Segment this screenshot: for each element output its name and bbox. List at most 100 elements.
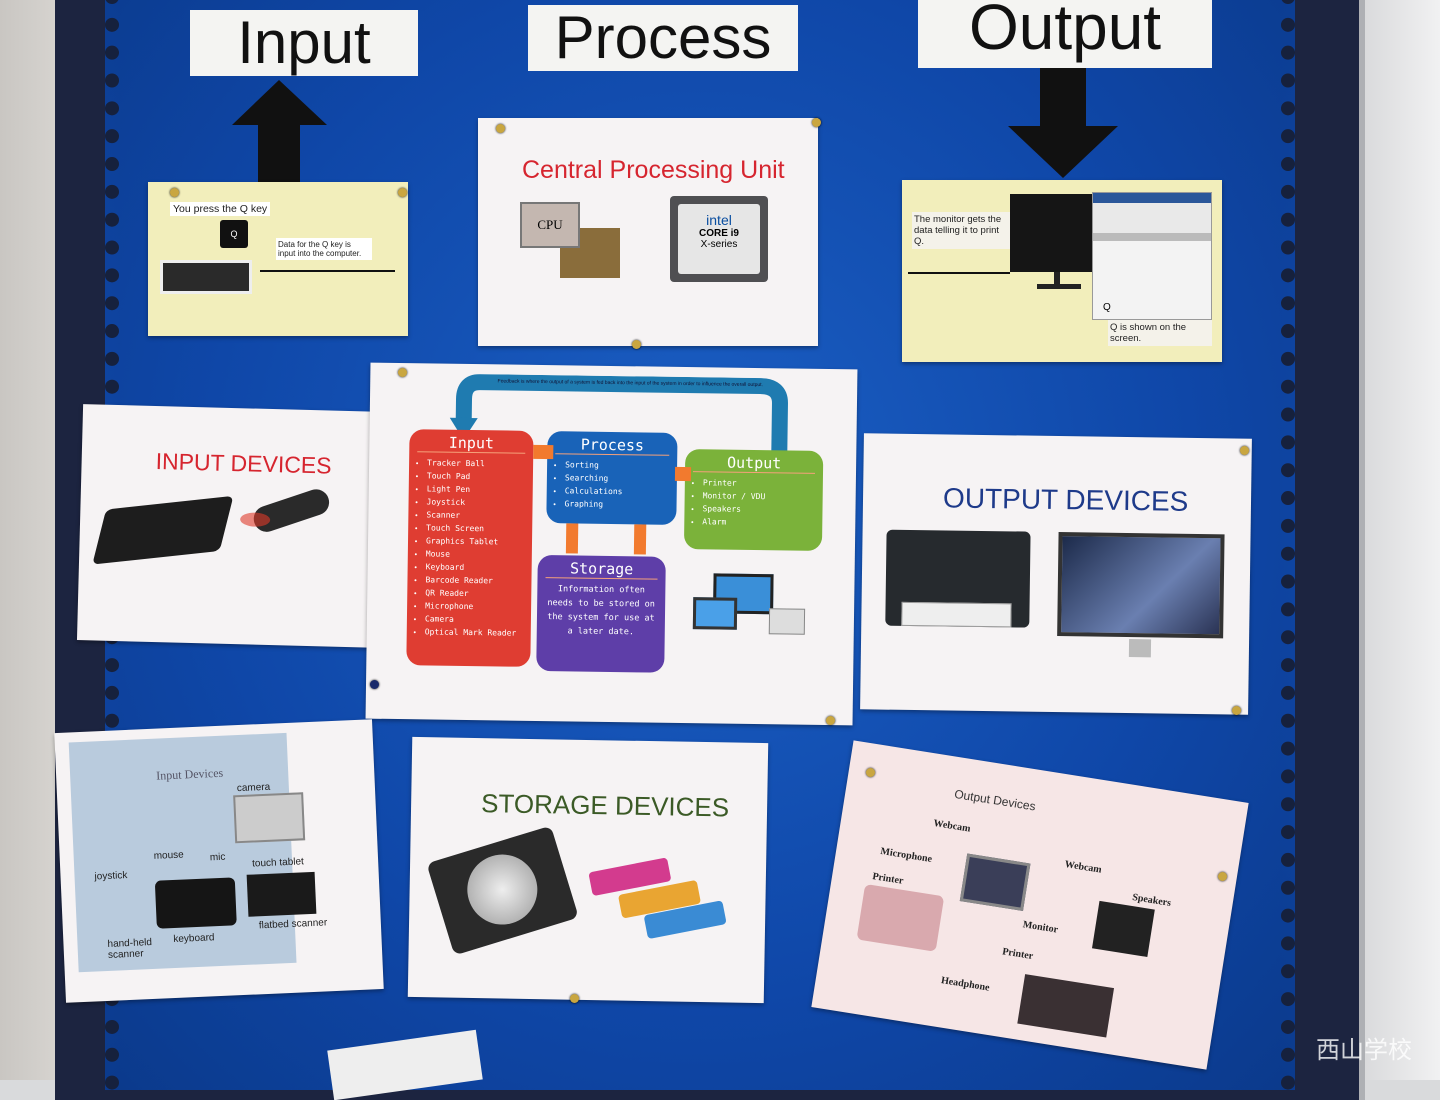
pin-icon: [398, 368, 407, 377]
q-key: Q: [220, 220, 248, 248]
diagram-input-box: Input Tracker BallTouch PadLight PenJoys…: [406, 429, 534, 667]
label-printer: Printer: [871, 871, 905, 887]
printer-image: [768, 608, 806, 635]
arrow-line: [908, 272, 1010, 274]
pin-icon: [826, 716, 835, 725]
storage-devices-title: STORAGE DEVICES: [480, 788, 730, 823]
pin-icon: [570, 994, 579, 1003]
arrow-up-icon: [232, 80, 327, 185]
storage-text: Information often needs to be stored on …: [547, 584, 655, 638]
arrow-right-icon: [674, 466, 692, 482]
pin-icon: [496, 124, 505, 133]
photo-title: Output Devices: [953, 786, 1037, 814]
intel-logo: intel: [706, 212, 732, 228]
cpu-chip-image: CPU: [520, 202, 580, 248]
keyboard-image: [160, 260, 252, 294]
pin-icon: [1240, 446, 1249, 455]
word-window-image: Q: [1092, 192, 1212, 320]
label-joystick: joystick: [94, 870, 128, 883]
input-item: Optical Mark Reader: [425, 625, 531, 639]
photo-title: Input Devices: [155, 765, 224, 783]
arrow-up-icon: [633, 524, 647, 555]
pin-icon: [170, 188, 179, 197]
laptop-image: [233, 792, 306, 844]
monitor-image: [1010, 194, 1108, 272]
diagram-storage-box: Storage Information often needs to be st…: [536, 554, 666, 673]
process-box-title: Process: [555, 435, 670, 456]
printer-tray: [901, 601, 1012, 628]
header-process: Process: [528, 5, 798, 71]
intel-chip-image: intel CORE i9 X-series: [670, 196, 768, 282]
intel-series: X-series: [700, 239, 738, 250]
input-items: Tracker BallTouch PadLight PenJoystickSc…: [407, 456, 534, 640]
small-monitor-image: [692, 597, 738, 630]
output-caption: The monitor gets the data telling it to …: [912, 212, 1010, 249]
label-flatbed-scanner: flatbed scanner: [258, 917, 328, 932]
keyboard-image: [154, 877, 237, 929]
label-mouse: mouse: [153, 849, 184, 862]
input-example-card: You press the Q key Q Data for the Q key…: [148, 182, 408, 336]
input-box-title: Input: [417, 433, 526, 454]
monitor-image: [959, 853, 1031, 911]
watermark: 西山学校: [1316, 1036, 1412, 1064]
input-devices-title: INPUT DEVICES: [155, 448, 332, 479]
label-headphone: Headphone: [940, 975, 991, 994]
speakers-image: [1092, 900, 1155, 957]
pin-icon: [1232, 706, 1241, 715]
pin-icon: [370, 680, 379, 689]
input-caption: You press the Q key: [170, 202, 271, 216]
storage-devices-card: STORAGE DEVICES: [407, 736, 769, 1004]
output-box-title: Output: [693, 453, 816, 474]
arrow-down-icon: [1008, 68, 1118, 178]
input-caption-2: Data for the Q key is input into the com…: [276, 238, 372, 260]
header-input: Input: [190, 10, 418, 76]
label-monitor: Monitor: [1021, 919, 1059, 936]
input-devices-card: INPUT DEVICES: [76, 404, 386, 648]
cpu-title: Central Processing Unit: [522, 156, 785, 184]
label-camera: camera: [236, 781, 271, 795]
output-item: Alarm: [702, 515, 822, 530]
hard-drive-image: [426, 825, 579, 956]
process-items: SortingSearchingCalculationsGraphing: [546, 458, 677, 512]
label-webcam: Webcam: [1063, 859, 1103, 876]
label-keyboard: keyboard: [173, 932, 215, 946]
monitor-stand: [1128, 639, 1152, 658]
scanner-image: [246, 871, 317, 917]
arrow-right-icon: [533, 444, 554, 460]
label-touch-tablet: touch tablet: [251, 856, 305, 870]
label-microphone: Microphone: [879, 846, 933, 866]
pin-icon: [632, 340, 641, 349]
output-devices-title: OUTPUT DEVICES: [942, 482, 1189, 517]
label-hand-held-scanner: hand-held scanner: [107, 937, 153, 961]
label-mic: mic: [209, 851, 226, 864]
pin-icon: [1218, 872, 1227, 881]
screen-letter: Q: [1103, 302, 1111, 313]
pin-icon: [812, 118, 821, 127]
monitor-stand: [1054, 272, 1060, 286]
monitor-image: [1057, 532, 1225, 639]
scanner-laser: [239, 512, 271, 528]
arrow-line: [260, 270, 395, 272]
process-item: Graphing: [564, 497, 676, 512]
pin-icon: [866, 768, 875, 777]
output-devices-card: OUTPUT DEVICES: [860, 433, 1252, 715]
storage-box-title: Storage: [545, 559, 658, 580]
cpu-card: Central Processing Unit CPU intel CORE i…: [478, 118, 818, 346]
output-caption-2: Q is shown on the screen.: [1108, 320, 1212, 346]
printer-image: [856, 883, 945, 952]
input-devices-photo-card: Input Devices camera mouse mic joystick …: [54, 719, 384, 1003]
monitor-base: [1037, 284, 1081, 289]
printer-image-2: [1017, 974, 1115, 1038]
ipo-diagram-card: Feedback is where the output of a system…: [365, 362, 858, 726]
barcode-scanner-image: [250, 485, 333, 536]
arrow-down-icon: [565, 523, 579, 554]
intel-model: CORE i9: [698, 228, 739, 239]
output-example-card: The monitor gets the data telling it to …: [902, 180, 1222, 362]
label-printer: Printer: [1001, 946, 1034, 963]
diagram-process-box: Process SortingSearchingCalculationsGrap…: [546, 431, 678, 525]
header-output: Output: [918, 0, 1212, 68]
feedback-arrow-icon: [449, 374, 788, 457]
label-webcam: Webcam: [932, 817, 972, 835]
